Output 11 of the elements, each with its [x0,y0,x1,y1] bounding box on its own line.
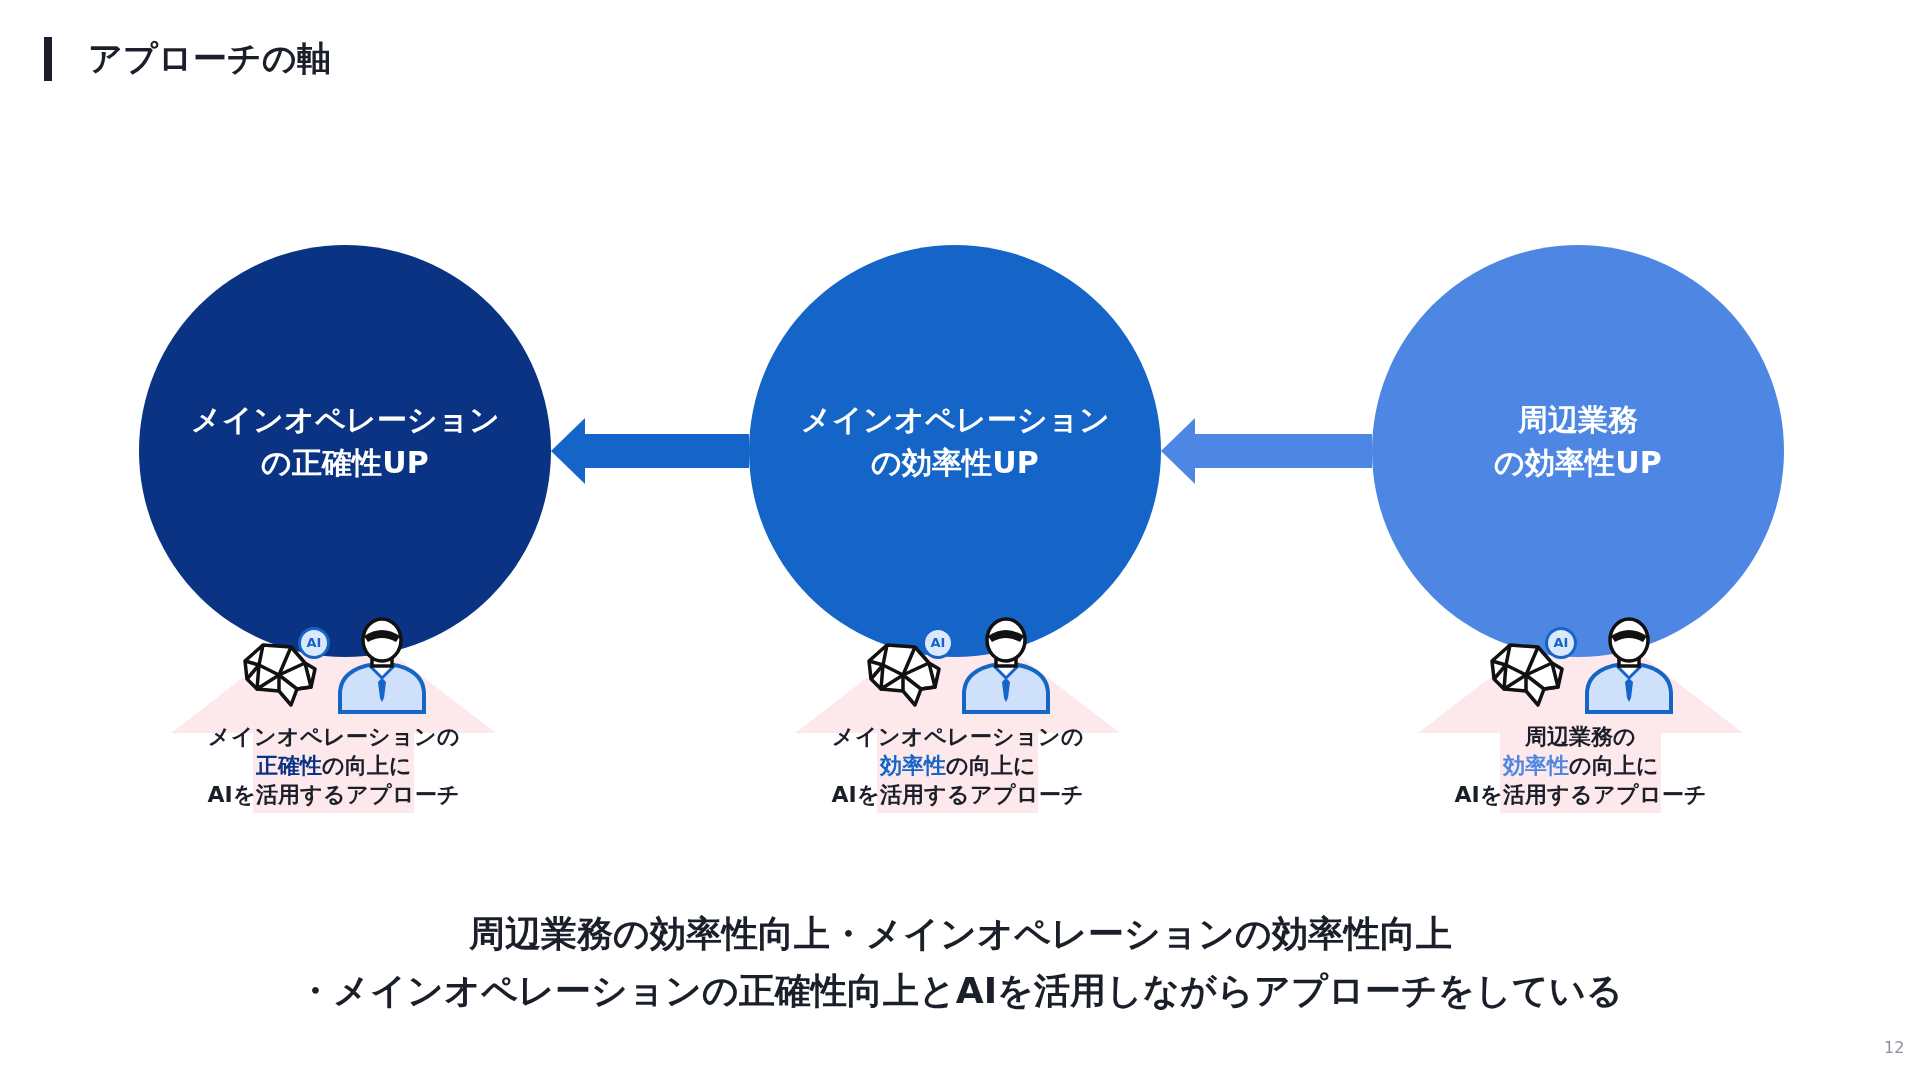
page-number: 12 [1884,1038,1905,1057]
block-arrow [551,418,749,484]
circle-label: 周辺業務の効率性UP [1494,401,1662,482]
circle-label: メインオペレーションの効率性UP [800,401,1110,482]
description-text: メインオペレーションの正確性の向上にAIを活用するアプローチ [206,723,461,809]
summary-text: 周辺業務の効率性向上・メインオペレーションの効率性向上・メインオペレーションの正確性向上とAIを活用しながらアプローチをしている [295,912,1625,1013]
circle-label: メインオペレーションの正確性UP [190,401,500,482]
slide-title: アプローチの軸 [88,37,331,80]
description-text: 周辺業務の効率性の向上にAIを活用するアプローチ [1453,723,1708,809]
description-text: メインオペレーションの効率性の向上にAIを活用するアプローチ [830,723,1085,809]
block-arrow [1161,418,1372,484]
